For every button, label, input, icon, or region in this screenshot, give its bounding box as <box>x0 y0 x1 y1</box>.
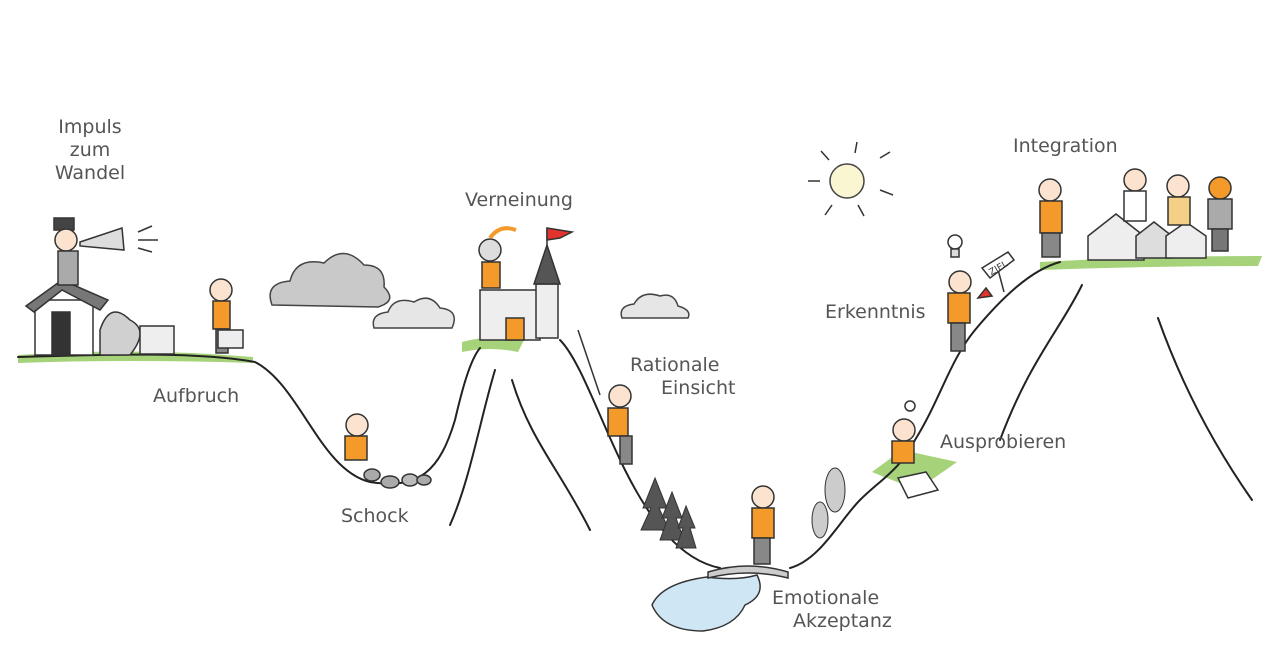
stage-label-emotionale-akzeptanz: Emotionale Akzeptanz <box>772 587 892 632</box>
change-curve <box>17 261 1061 569</box>
stage-label-aufbruch: Aufbruch <box>153 385 239 407</box>
lake <box>651 574 761 632</box>
person-insight <box>947 234 994 352</box>
sun-icon <box>808 141 894 217</box>
person-trying <box>891 400 940 499</box>
stage-label-integration: Integration <box>1013 135 1118 157</box>
stage-label-verneinung: Verneinung <box>465 189 573 211</box>
person-climbing <box>577 329 633 465</box>
stage-label-schock: Schock <box>341 505 409 527</box>
group-integration <box>1038 168 1233 261</box>
svg-text:Rationale: Rationale <box>630 354 719 376</box>
person-bridge <box>707 485 789 579</box>
castle-icon <box>478 226 575 341</box>
svg-text:Emotionale: Emotionale <box>772 587 879 609</box>
person-walking <box>209 278 244 354</box>
svg-text:Wandel: Wandel <box>55 162 125 184</box>
stage-label-erkenntnis: Erkenntnis <box>825 301 926 323</box>
mountain-outline <box>449 284 1253 531</box>
cloud-icon <box>372 297 455 329</box>
stage-label-impuls: Impuls zum Wandel <box>55 116 125 184</box>
cloud-icon <box>269 252 391 308</box>
stage-label-rationale-einsicht: Rationale Einsicht <box>630 354 735 399</box>
svg-text:Einsicht: Einsicht <box>661 377 735 399</box>
person-shock <box>344 413 432 489</box>
signpost: ZIEL <box>980 251 1016 293</box>
svg-text:Akzeptanz: Akzeptanz <box>793 610 892 632</box>
svg-text:zum: zum <box>70 139 111 161</box>
person-megaphone <box>53 217 158 286</box>
cloud-icon <box>620 293 690 319</box>
tree-icon <box>640 467 846 549</box>
svg-text:Impuls: Impuls <box>58 116 121 138</box>
house-icon <box>24 279 175 356</box>
stage-label-ausprobieren: Ausprobieren <box>940 431 1066 453</box>
